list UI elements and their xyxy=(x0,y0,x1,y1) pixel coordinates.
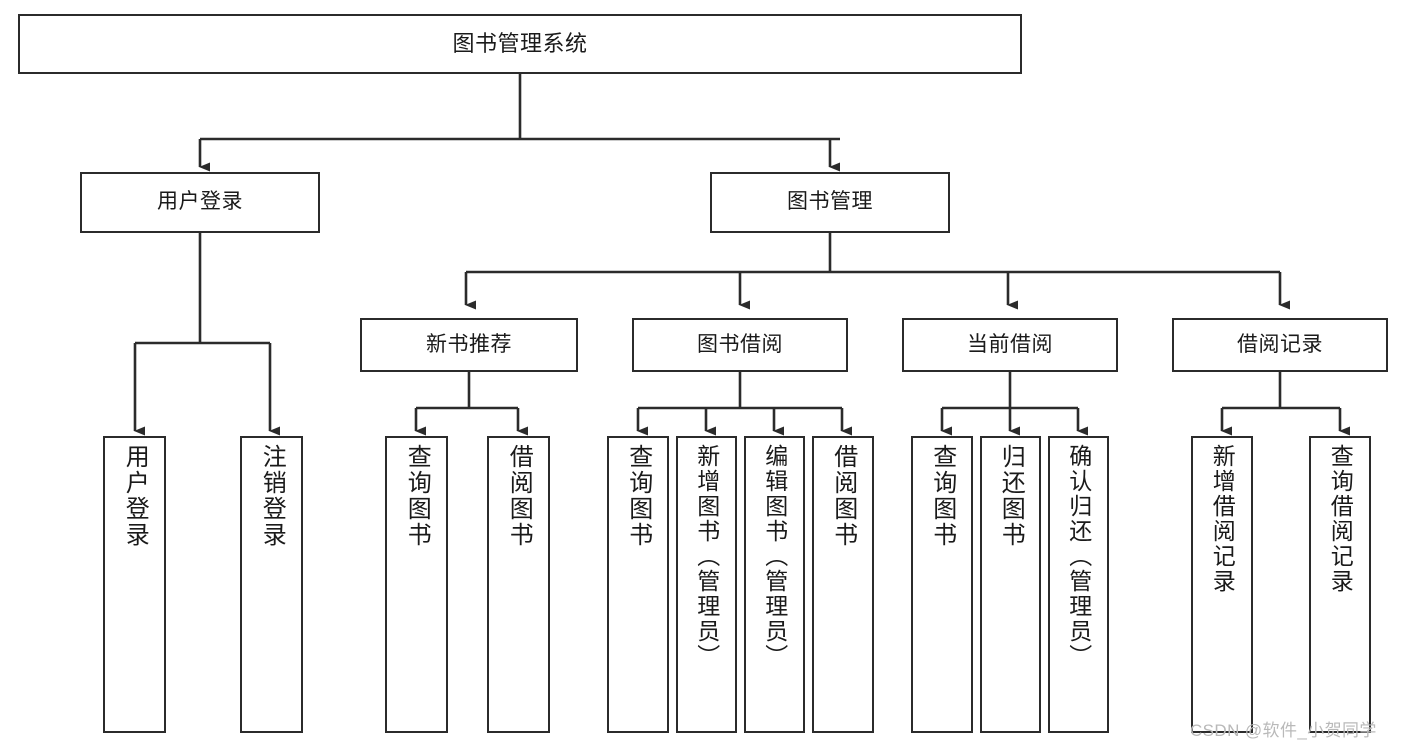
node-new-book-recommend[interactable]: 新书推荐 xyxy=(360,318,578,372)
node-label: 注销登录 xyxy=(258,444,286,548)
node-label: 新增借阅记录 xyxy=(1209,444,1236,594)
node-label: 图书管理 xyxy=(787,190,873,214)
node-book-management[interactable]: 图书管理 xyxy=(710,172,950,233)
node-label: 当前借阅 xyxy=(967,332,1053,356)
leaf-current-borrow-confirm-return[interactable]: 确认归还（管理员） xyxy=(1048,436,1109,733)
leaf-current-borrow-query[interactable]: 查询图书 xyxy=(911,436,973,733)
leaf-user-login-logout[interactable]: 注销登录 xyxy=(240,436,303,733)
node-current-borrow[interactable]: 当前借阅 xyxy=(902,318,1118,372)
node-label: 借阅图书 xyxy=(505,444,533,548)
node-label: 查询借阅记录 xyxy=(1327,444,1354,594)
node-label: 借阅图书 xyxy=(829,444,857,548)
node-label: 查询图书 xyxy=(928,444,956,548)
leaf-user-login-login[interactable]: 用户登录 xyxy=(103,436,166,733)
leaf-book-borrow-query[interactable]: 查询图书 xyxy=(607,436,669,733)
node-label: 归还图书 xyxy=(997,444,1025,548)
node-label: 图书管理系统 xyxy=(452,31,588,57)
node-label: 用户登录 xyxy=(121,444,149,548)
leaf-new-book-query[interactable]: 查询图书 xyxy=(385,436,448,733)
leaf-borrow-record-add[interactable]: 新增借阅记录 xyxy=(1191,436,1253,733)
node-root-library-system[interactable]: 图书管理系统 xyxy=(18,14,1022,74)
node-label: 新增图书（管理员） xyxy=(693,444,720,669)
leaf-borrow-record-query[interactable]: 查询借阅记录 xyxy=(1309,436,1371,733)
leaf-book-borrow-add[interactable]: 新增图书（管理员） xyxy=(676,436,737,733)
leaf-current-borrow-return[interactable]: 归还图书 xyxy=(980,436,1041,733)
node-label: 确认归还（管理员） xyxy=(1065,444,1092,669)
leaf-book-borrow-edit[interactable]: 编辑图书（管理员） xyxy=(744,436,805,733)
node-label: 用户登录 xyxy=(157,190,243,214)
node-label: 借阅记录 xyxy=(1237,332,1323,356)
node-book-borrow[interactable]: 图书借阅 xyxy=(632,318,848,372)
node-label: 新书推荐 xyxy=(426,332,512,356)
leaf-new-book-borrow[interactable]: 借阅图书 xyxy=(487,436,550,733)
node-label: 编辑图书（管理员） xyxy=(761,444,788,669)
leaf-book-borrow-borrow[interactable]: 借阅图书 xyxy=(812,436,874,733)
node-label: 查询图书 xyxy=(403,444,431,548)
node-label: 图书借阅 xyxy=(697,332,783,356)
node-borrow-record[interactable]: 借阅记录 xyxy=(1172,318,1388,372)
node-user-login[interactable]: 用户登录 xyxy=(80,172,320,233)
csdn-watermark: CSDN @软件_小贺同学 xyxy=(1190,721,1377,740)
node-label: 查询图书 xyxy=(624,444,652,548)
